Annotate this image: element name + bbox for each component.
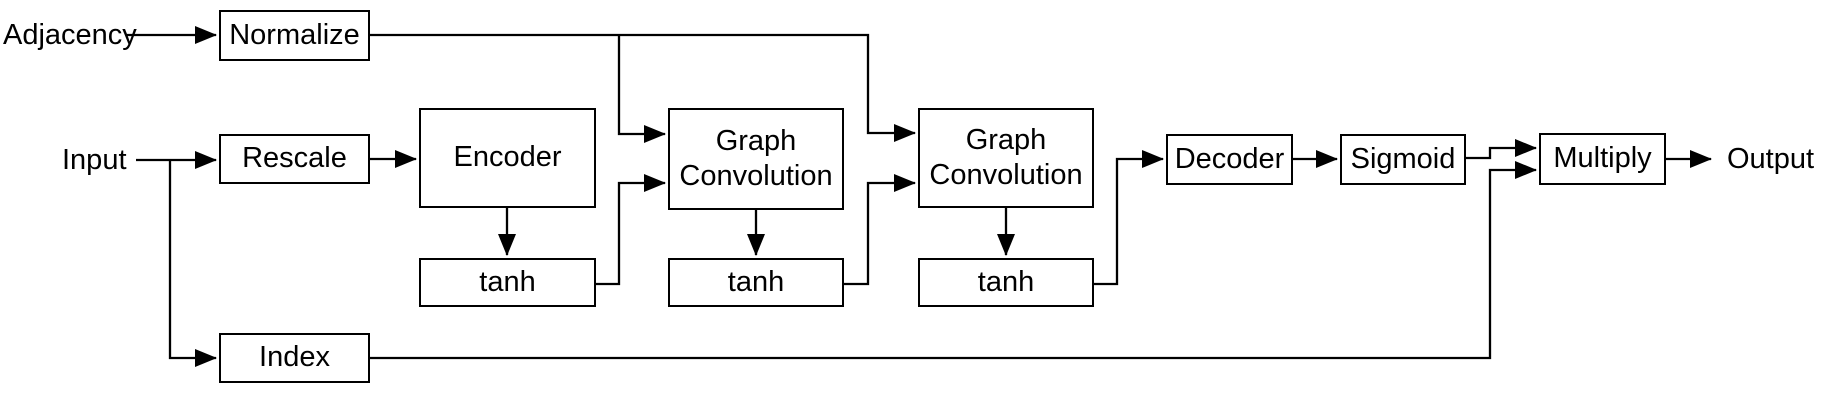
node-encoder: Encoder <box>419 108 596 208</box>
label-adjacency: Adjacency <box>3 18 137 51</box>
edge-tanh1-graphconv1-lower <box>596 174 666 286</box>
node-graph-convolution-2: Graph Convolution <box>918 108 1094 208</box>
edge-normalize-graphconv1-upper <box>617 35 666 143</box>
node-index: Index <box>219 333 370 383</box>
node-graph-convolution-1: Graph Convolution <box>668 108 844 210</box>
edge-index-multiply-lower <box>370 161 1537 360</box>
node-rescale: Rescale <box>219 134 370 184</box>
node-tanh-3: tanh <box>918 258 1094 307</box>
label-input: Input <box>62 143 127 176</box>
node-normalize: Normalize <box>219 10 370 61</box>
node-tanh-2: tanh <box>668 258 844 307</box>
node-tanh-1: tanh <box>419 258 596 307</box>
edge-tanh2-graphconv2-lower <box>844 174 916 286</box>
label-output: Output <box>1727 142 1815 175</box>
node-sigmoid: Sigmoid <box>1340 134 1466 185</box>
edge-sigmoid-multiply-upper <box>1464 139 1537 160</box>
edge-tanh3-decoder <box>1094 150 1164 286</box>
node-multiply: Multiply <box>1539 133 1666 185</box>
node-decoder: Decoder <box>1166 134 1293 185</box>
edge-input-index <box>168 160 217 367</box>
